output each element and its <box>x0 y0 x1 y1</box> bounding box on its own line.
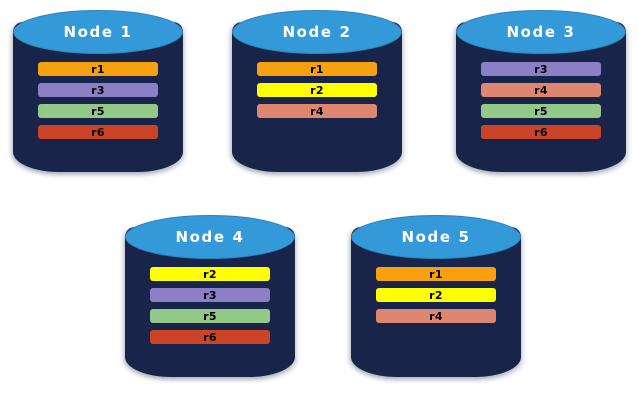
cylinder-top-icon: Node 4 <box>125 215 295 259</box>
database-node-2[interactable]: Node 2 r1 r2 r4 <box>224 4 410 182</box>
node-title: Node 2 <box>282 22 352 41</box>
replica-list: r2 r3 r5 r6 <box>125 261 295 351</box>
replica-bar[interactable]: r4 <box>481 83 601 97</box>
replica-label: r1 <box>310 62 324 76</box>
cylinder-top-icon: Node 2 <box>232 10 402 54</box>
replica-bar[interactable]: r1 <box>257 62 377 76</box>
replica-list: r1 r2 r4 <box>232 56 402 125</box>
replica-list: r1 r2 r4 <box>351 261 521 330</box>
replica-bar[interactable]: r6 <box>150 330 270 344</box>
replica-label: r3 <box>203 288 217 302</box>
node-title: Node 5 <box>401 227 471 246</box>
replica-bar[interactable]: r2 <box>257 83 377 97</box>
replica-label: r6 <box>534 125 548 139</box>
replica-bar[interactable]: r3 <box>150 288 270 302</box>
replica-list: r3 r4 r5 r6 <box>456 56 626 146</box>
replica-bar[interactable]: r5 <box>481 104 601 118</box>
replica-bar[interactable]: r2 <box>376 288 496 302</box>
replica-label: r5 <box>91 104 105 118</box>
replica-label: r5 <box>203 309 217 323</box>
replica-label: r3 <box>91 83 105 97</box>
replica-bar[interactable]: r3 <box>38 83 158 97</box>
replica-bar[interactable]: r5 <box>38 104 158 118</box>
replica-bar[interactable]: r2 <box>150 267 270 281</box>
replica-bar[interactable]: r6 <box>38 125 158 139</box>
cylinder-top-icon: Node 5 <box>351 215 521 259</box>
replica-label: r1 <box>91 62 105 76</box>
replica-bar[interactable]: r6 <box>481 125 601 139</box>
replica-label: r6 <box>203 330 217 344</box>
database-node-5[interactable]: Node 5 r1 r2 r4 <box>343 209 529 387</box>
replica-bar[interactable]: r4 <box>376 309 496 323</box>
replica-label: r4 <box>534 83 548 97</box>
replica-bar[interactable]: r3 <box>481 62 601 76</box>
cylinder-top-icon: Node 3 <box>456 10 626 54</box>
node-title: Node 1 <box>63 22 133 41</box>
replica-bar[interactable]: r1 <box>38 62 158 76</box>
node-title: Node 3 <box>506 22 576 41</box>
database-node-1[interactable]: Node 1 r1 r3 r5 r6 <box>5 4 191 182</box>
node-title: Node 4 <box>175 227 245 246</box>
cylinder-top-icon: Node 1 <box>13 10 183 54</box>
replica-label: r4 <box>310 104 324 118</box>
replica-bar[interactable]: r1 <box>376 267 496 281</box>
database-node-4[interactable]: Node 4 r2 r3 r5 r6 <box>117 209 303 387</box>
replica-bar[interactable]: r4 <box>257 104 377 118</box>
replica-label: r1 <box>429 267 443 281</box>
database-node-3[interactable]: Node 3 r3 r4 r5 r6 <box>448 4 634 182</box>
replica-list: r1 r3 r5 r6 <box>13 56 183 146</box>
replica-label: r2 <box>310 83 324 97</box>
replica-label: r4 <box>429 309 443 323</box>
replica-label: r6 <box>91 125 105 139</box>
replica-label: r5 <box>534 104 548 118</box>
replica-label: r2 <box>203 267 217 281</box>
replica-bar[interactable]: r5 <box>150 309 270 323</box>
replica-label: r3 <box>534 62 548 76</box>
replica-label: r2 <box>429 288 443 302</box>
